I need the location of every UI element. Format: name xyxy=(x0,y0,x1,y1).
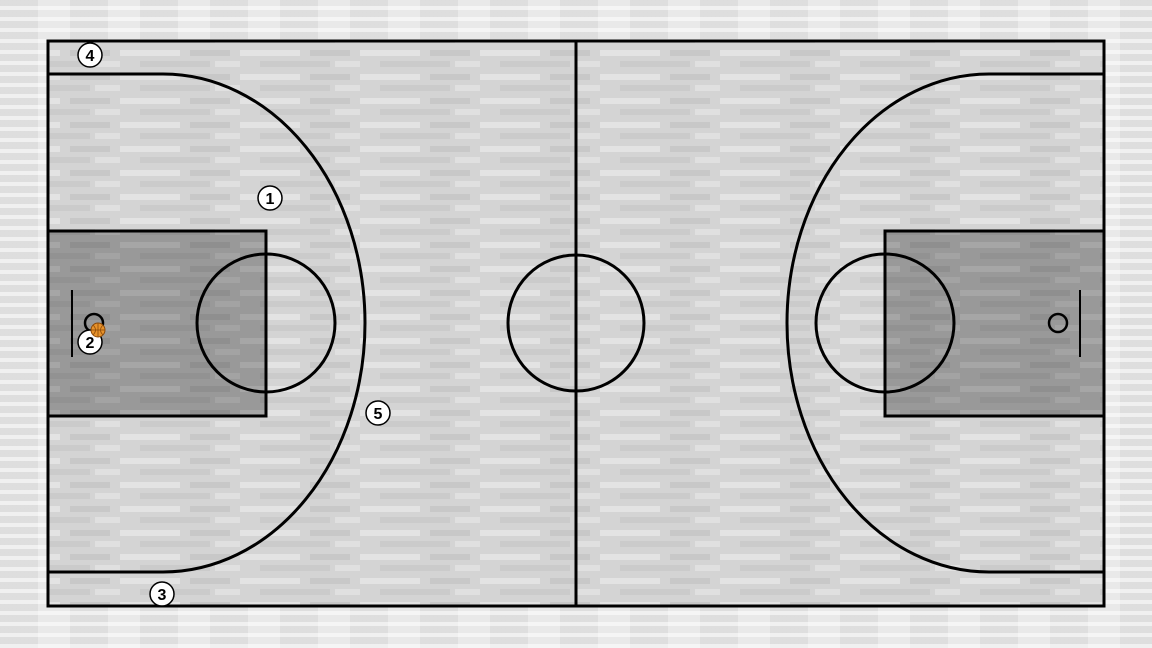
right-key xyxy=(883,229,1106,418)
player-1-label: 1 xyxy=(266,191,275,208)
left-free-throw-circle xyxy=(195,252,337,394)
left-three-point-line xyxy=(48,72,367,574)
right-free-throw-circle xyxy=(814,252,956,394)
player-3-label: 3 xyxy=(158,587,167,604)
player-3[interactable]: 3 xyxy=(149,581,175,607)
player-4[interactable]: 4 xyxy=(77,42,103,68)
player-2-label: 2 xyxy=(86,335,95,352)
right-rim xyxy=(1047,312,1069,334)
player-4-label: 4 xyxy=(86,48,95,65)
center-circle xyxy=(506,253,646,393)
basketball-icon[interactable] xyxy=(90,322,106,338)
left-key xyxy=(46,229,268,418)
player-5-label: 5 xyxy=(374,406,383,423)
right-three-point-line xyxy=(785,72,1104,574)
player-5[interactable]: 5 xyxy=(365,400,391,426)
player-1[interactable]: 1 xyxy=(257,185,283,211)
